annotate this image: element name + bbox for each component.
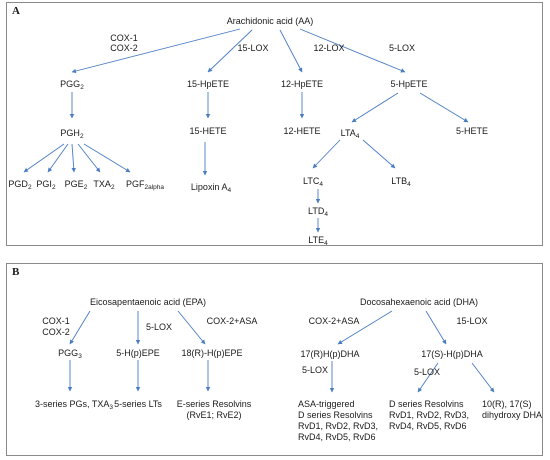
- arrow-pgh2-to-pgd2: [23, 143, 65, 173]
- arrow-pgh2-to-txa2: [77, 143, 101, 173]
- 5-hete-node: 5-HETE: [455, 126, 489, 136]
- arachidonic-acid-node: Arachidonic acid (AA): [226, 16, 314, 26]
- arrow-lta4-to-ltc4: [312, 139, 341, 169]
- 5-hpepe-node: 5-H(p)EPE: [116, 348, 160, 358]
- arrow-epa-cox2asa: [177, 310, 206, 345]
- pgi2-node: PGI2: [36, 179, 56, 191]
- pgf2alpha-node: PGF2alpha: [125, 179, 165, 191]
- arrow-aa-to-12hpete: [279, 29, 303, 73]
- txa2-node: TXA2: [93, 179, 115, 191]
- 15-lox-label-dha: 15-LOX: [456, 316, 488, 326]
- cox-2-asa-label-epa: COX-2+ASA: [206, 316, 258, 326]
- panel-a: A: [6, 2, 543, 246]
- arrow-17s-to-dihydroxy: [471, 362, 495, 393]
- arrow-aa-to-15hpete: [207, 29, 253, 73]
- panel-b: B: [6, 263, 543, 456]
- arrow-aa-to-5hpete: [299, 28, 406, 73]
- arrow-dha-to-17s: [425, 310, 447, 345]
- pgg3-node: PGG3: [58, 348, 82, 360]
- 5-lox-label: 5-LOX: [388, 43, 416, 53]
- pge2-node: PGE2: [64, 179, 88, 191]
- arrow-dha-to-17r: [337, 310, 393, 345]
- ltb4-node: LTB4: [391, 176, 411, 188]
- arrow-5hpete-to-lta4: [351, 92, 399, 123]
- arrow-epa-cox: [69, 310, 91, 345]
- 15-hete-node: 15-HETE: [189, 126, 227, 136]
- pgg2-node: PGG2: [60, 79, 84, 91]
- cox-2-asa-label-dha: COX-2+ASA: [308, 316, 360, 326]
- lte4-node: LTE4: [308, 235, 328, 247]
- arrow-pgh2-to-pge2: [71, 143, 76, 173]
- e-series-resolvins-node: E-series Resolvins (RvE1; RvE2): [176, 399, 252, 420]
- dha-node: Docosahexaenoic acid (DHA): [359, 297, 479, 307]
- cox-2-label: COX-2: [110, 43, 138, 53]
- 17r-hpdha-node: 17(R)H(p)DHA: [300, 349, 360, 359]
- pgd2-node: PGD2: [8, 179, 32, 191]
- arrow-5hpete-to-5hete: [419, 92, 469, 123]
- 5-hpete-node: 5-HpETE: [390, 79, 428, 89]
- 17s-hpdha-node: 17(S)-H(p)DHA: [421, 349, 483, 359]
- arrow-pgh2-to-pgf2alpha: [83, 143, 131, 173]
- arrow-lta4-to-ltb4: [362, 139, 396, 169]
- 15-lox-label: 15-LOX: [237, 43, 269, 53]
- asa-triggered-resolvins-node: ASA-triggered D series Resolvins RvD1, R…: [298, 399, 379, 442]
- 12-lox-label: 12-LOX: [313, 43, 345, 53]
- 5-lox-label-dha-right: 5-LOX: [413, 367, 441, 377]
- 12-hpete-node: 12-HpETE: [280, 79, 324, 89]
- cox-1-label: COX-1: [110, 33, 138, 43]
- 3-series-pgs-node: 3-series PGs, TXA3: [35, 399, 113, 411]
- 18r-hpepe-node: 18(R)-H(p)EPE: [181, 348, 243, 358]
- 5-lox-label-epa: 5-LOX: [145, 322, 173, 332]
- 15-hpete-node: 15-HpETE: [186, 79, 230, 89]
- d-series-resolvins-node: D series Resolvins RvD1, RvD2, RvD3, RvD…: [389, 399, 470, 431]
- dihydroxy-dha-node: 10(R), 17(S) dihydroxy DHA: [482, 399, 543, 420]
- lipoxin-a4-node: Lipoxin A4: [190, 182, 232, 194]
- pgh2-node: PGH2: [60, 128, 84, 140]
- 5-series-lts-node: 5-series LTs: [114, 399, 162, 409]
- ltd4-node: LTD4: [308, 206, 328, 218]
- epa-node: Eicosapentaenoic acid (EPA): [90, 297, 206, 307]
- cox-2-label-b: COX-2: [42, 327, 70, 337]
- panel-a-label: A: [12, 5, 20, 17]
- cox-1-label-b: COX-1: [42, 316, 70, 326]
- 12-hete-node: 12-HETE: [283, 126, 321, 136]
- arrow-pgh2-to-pgi2: [47, 143, 69, 173]
- panel-b-label: B: [12, 266, 20, 278]
- 5-lox-label-dha-left: 5-LOX: [301, 365, 329, 375]
- arrow-aa-to-pgg2: [71, 28, 241, 74]
- arrow-17s-to-dseries: [417, 362, 439, 393]
- ltc4-node: LTC4: [303, 176, 323, 188]
- lta4-node: LTA4: [340, 128, 360, 140]
